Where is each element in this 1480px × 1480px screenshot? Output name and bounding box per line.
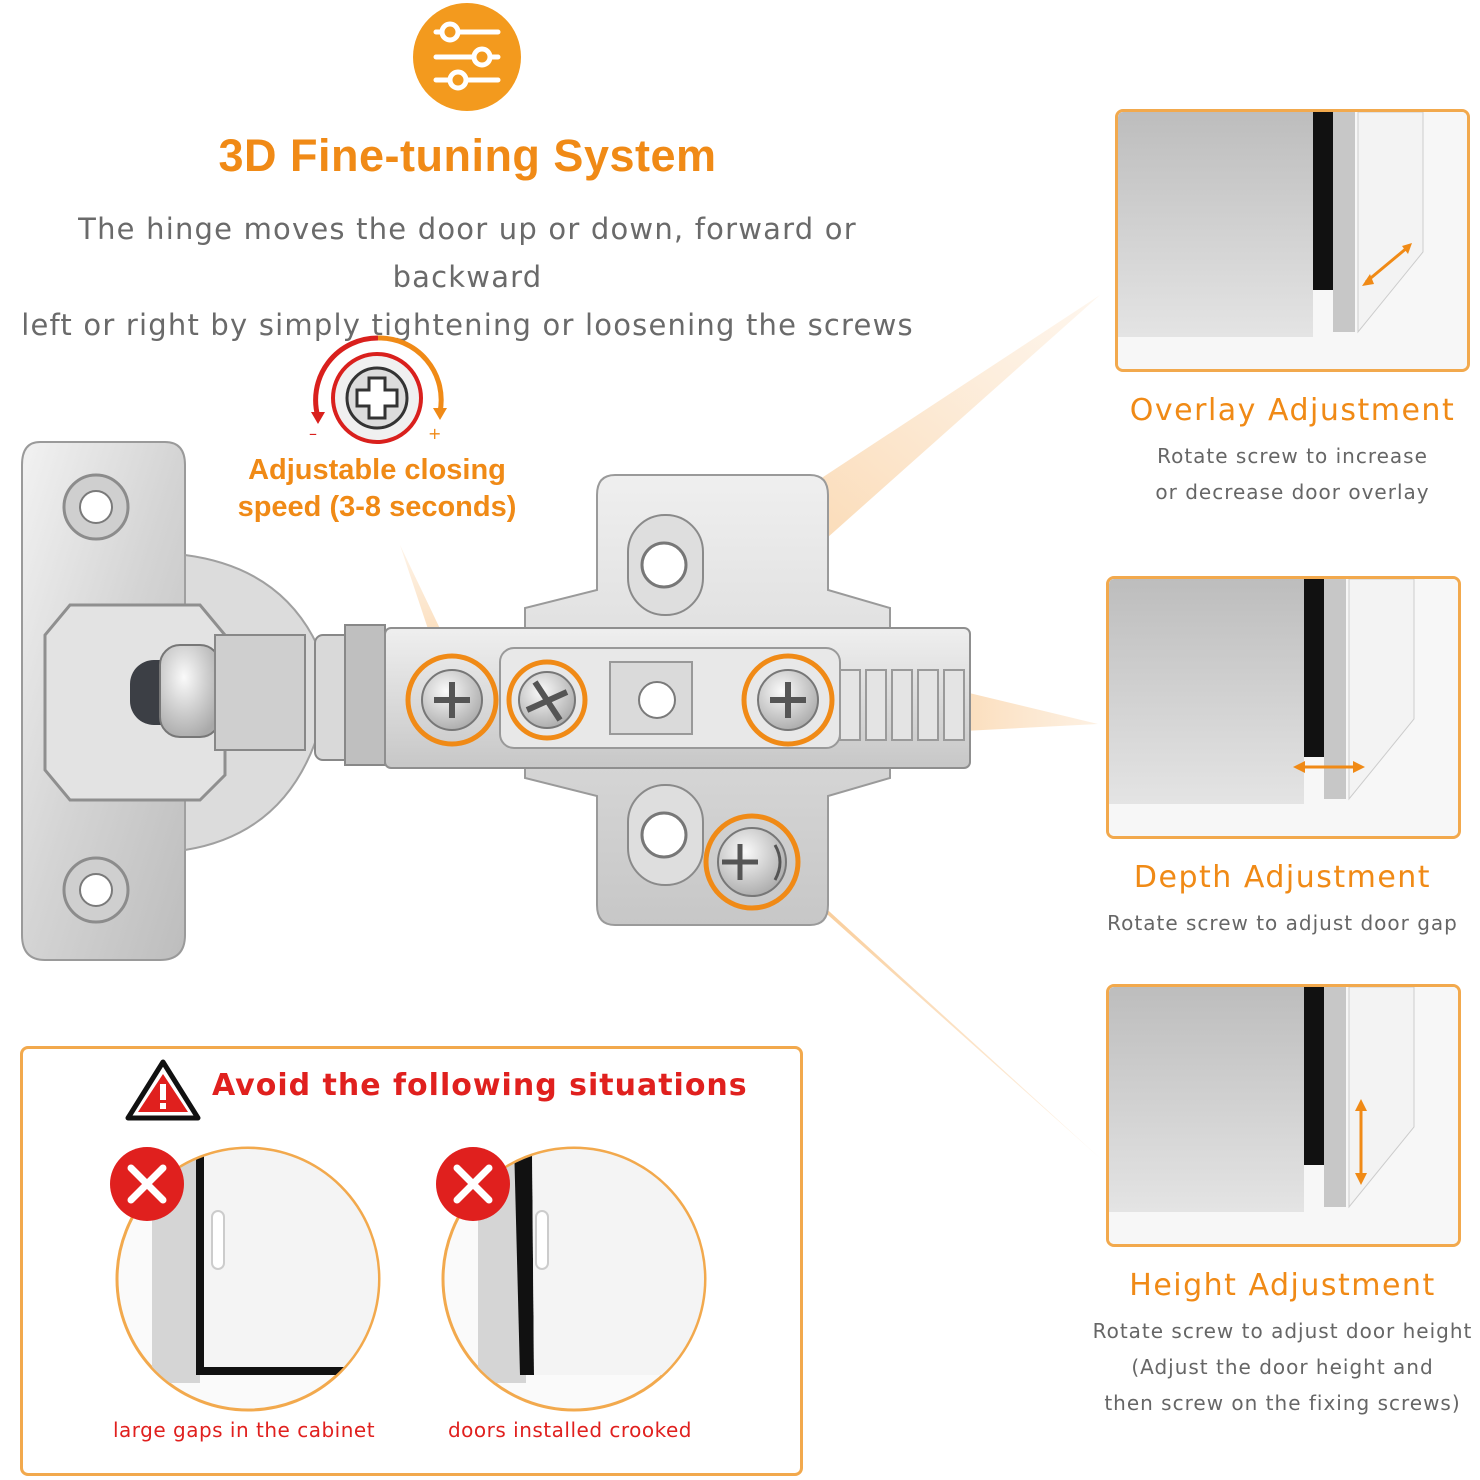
overlay-desc-line-2: or decrease door overlay — [1155, 480, 1430, 504]
depth-adjustment-panel — [1106, 576, 1461, 839]
depth-adjustment-title: Depth Adjustment — [1133, 860, 1432, 895]
closing-speed-line-1: Adjustable closing — [248, 454, 506, 486]
overlay-adjustment-title: Overlay Adjustment — [1129, 393, 1456, 428]
closing-speed-line-2: speed (3-8 seconds) — [237, 491, 517, 523]
large-gap-illustration — [112, 1143, 384, 1415]
height-adjustment-desc: Rotate screw to adjust door height (Adju… — [1085, 1313, 1480, 1421]
subtitle-line-2: left or right by simply tightening or lo… — [21, 308, 914, 342]
crooked-door-caption: doors installed crooked — [447, 1418, 692, 1442]
warning-triangle-icon — [124, 1058, 202, 1122]
height-desc-line-1: Rotate screw to adjust door height — [1092, 1319, 1473, 1343]
closing-speed-label: Adjustable closing speed (3-8 seconds) — [212, 452, 542, 526]
sliders-icon — [412, 2, 522, 112]
depth-desc-line-1: Rotate screw to adjust door gap — [1107, 911, 1458, 935]
hinge-illustration — [21, 441, 971, 961]
height-adjustment-title: Height Adjustment — [1129, 1268, 1436, 1303]
overlay-desc-line-1: Rotate screw to increase — [1157, 444, 1428, 468]
large-gap-caption: large gaps in the cabinet — [112, 1418, 376, 1442]
height-adjustment-panel — [1106, 984, 1461, 1247]
overlay-adjustment-panel — [1115, 109, 1470, 372]
speed-screw-icon — [303, 332, 453, 452]
error-x-icon — [108, 1145, 186, 1223]
height-desc-line-2: (Adjust the door height and — [1131, 1355, 1434, 1379]
speed-minus-sign: – — [309, 424, 317, 443]
avoid-situations-title: Avoid the following situations — [212, 1068, 748, 1103]
speed-plus-sign: + — [428, 424, 442, 443]
error-x-icon — [434, 1145, 512, 1223]
subtitle-line-1: The hinge moves the door up or down, for… — [78, 212, 857, 294]
page-title: 3D Fine-tuning System — [218, 130, 717, 181]
height-desc-line-3: then screw on the fixing screws) — [1104, 1391, 1461, 1415]
depth-adjustment-desc: Rotate screw to adjust door gap — [1085, 905, 1480, 941]
page-subtitle: The hinge moves the door up or down, for… — [0, 205, 935, 349]
crooked-door-illustration — [438, 1143, 710, 1415]
avoid-situations-box — [20, 1046, 803, 1476]
overlay-adjustment-desc: Rotate screw to increase or decrease doo… — [1110, 438, 1475, 510]
